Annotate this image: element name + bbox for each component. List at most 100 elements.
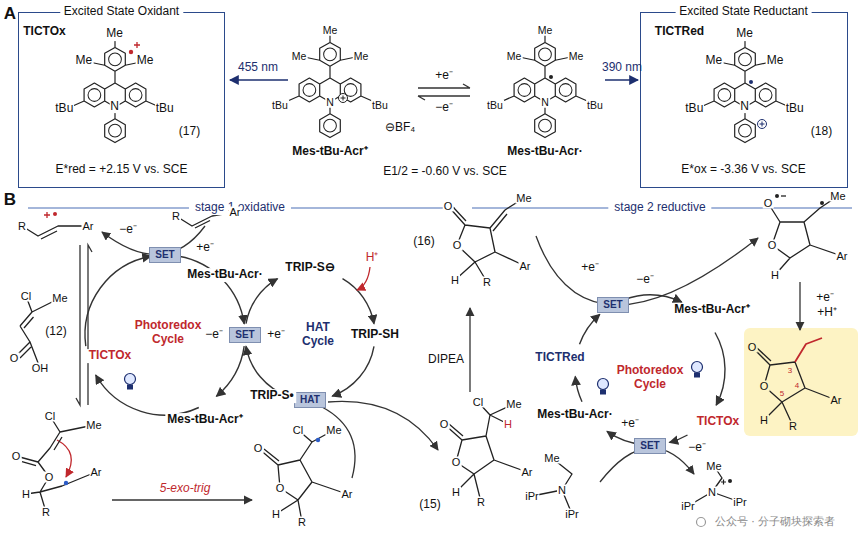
atom-label: H	[503, 419, 513, 430]
atom-label: R	[171, 211, 181, 222]
species-label: Mes-tBu-Acr⁺	[292, 145, 367, 159]
atom-label: tBu	[684, 102, 704, 116]
stage-header: stage 2 reductive	[608, 201, 711, 215]
state-label: TICTRed	[655, 25, 704, 39]
tict-red-structure	[695, 35, 795, 143]
atom-label: tBu	[486, 99, 504, 110]
atom-label: O	[9, 353, 20, 364]
atom-label: O	[763, 198, 774, 209]
state-panel: Excited State ReductantTICTRedMeMeMetBut…	[640, 12, 848, 188]
atom-label: iPr	[564, 509, 579, 520]
atom-label: Cl	[44, 411, 56, 422]
species-label: Mes-tBu-Acr·	[185, 268, 264, 282]
compound-number: (16)	[413, 235, 434, 249]
atom-label: R	[297, 517, 307, 528]
potential-label: E1/2 = -0.60 V vs. SCE	[383, 165, 507, 179]
acridine-radical-structure	[495, 30, 595, 138]
electron-label: +e⁻	[581, 261, 599, 275]
atom-label: Ar	[830, 395, 843, 406]
box-label: SET	[603, 299, 622, 311]
box-label: SET	[155, 249, 174, 261]
atom-label: R	[476, 497, 486, 508]
proton-label: +H⁺	[817, 306, 837, 320]
atom-label: O	[452, 240, 463, 251]
wavelength-label: 455 nm	[238, 61, 278, 75]
hat-box: HAT	[294, 392, 326, 408]
atom-label: Me	[766, 54, 785, 68]
atom-label: O	[11, 451, 22, 462]
light-bulb	[598, 379, 609, 395]
atom-label: Ar	[836, 251, 849, 262]
atom-label: Cl	[20, 291, 32, 302]
atom-label: Me	[568, 51, 585, 62]
atom-label: N	[109, 100, 120, 114]
atom-label: Me	[85, 420, 102, 431]
atom-label: O	[439, 419, 450, 430]
atom-label: tBu	[371, 99, 389, 110]
atom-label: Me	[705, 461, 722, 472]
electron-label: +e⁻	[267, 328, 285, 342]
state-label: TICTOx	[23, 25, 65, 39]
atom-label: N	[707, 487, 717, 498]
reagent-label: DIPEA	[428, 353, 464, 367]
atom-label: Me	[735, 27, 754, 41]
atom-label: Ar	[82, 221, 95, 232]
atom-label: OH	[31, 363, 50, 374]
atom-label: H	[450, 275, 460, 286]
atom-label: Me	[537, 25, 554, 36]
compound-number: (12)	[45, 325, 66, 339]
cycle-label: Photoredox Cycle	[612, 364, 688, 392]
light-bulb	[125, 374, 136, 390]
atom-label: Me	[105, 27, 124, 41]
stage-2-arrows	[470, 236, 800, 482]
cycle-label: HAT Cycle	[296, 321, 340, 349]
atom-label: R	[788, 421, 798, 432]
compound-number: (18)	[811, 125, 832, 139]
box-label: SET	[235, 329, 254, 341]
atom-label: Ar	[229, 207, 242, 218]
atom-label: H	[451, 487, 461, 498]
electron-label: +e⁻	[435, 69, 453, 83]
box-label: HAT	[300, 394, 320, 406]
atom-label: Me	[543, 453, 560, 464]
acridinium-structure	[280, 30, 380, 138]
atom-label: O	[275, 483, 286, 494]
atom-label: Ar	[519, 261, 532, 272]
locant-number: 5	[780, 390, 784, 398]
atom-label: R	[17, 221, 27, 232]
watermark: 公众号 · 分子砌块探索者	[715, 516, 836, 529]
species-label: TICTOx	[87, 349, 133, 363]
stage-1-structures	[14, 212, 347, 522]
set-box: SET	[634, 438, 665, 454]
atom-label: iPr	[524, 491, 539, 502]
tict-ox-structure	[65, 35, 165, 143]
atom-label: Me	[51, 293, 68, 304]
stage-2-structures	[444, 196, 842, 514]
radical-ion-marks	[721, 194, 824, 485]
atom-label: O	[767, 240, 778, 251]
atom-label: Ar	[341, 489, 354, 500]
panel-a-arrows	[230, 80, 638, 100]
set-box: SET	[149, 247, 180, 263]
atom-label: Cl	[292, 425, 304, 436]
set-box: SET	[597, 297, 628, 313]
atom-label: Me	[291, 51, 308, 62]
panel-letter: A	[4, 4, 16, 24]
locant-number: 4	[795, 382, 799, 390]
atom-label: Me	[829, 191, 846, 202]
atom-label: R	[41, 507, 51, 518]
compound-number: (17)	[179, 125, 200, 139]
atom-label: iPr	[680, 501, 695, 512]
set-box: SET	[229, 327, 260, 343]
panel-title: Excited State Oxidant	[60, 5, 183, 19]
watermark-icon	[697, 518, 706, 527]
electron-label: −e⁻	[119, 223, 137, 237]
atom-label: O	[44, 472, 55, 483]
reaction-label: 5-exo-trig	[160, 482, 211, 496]
atom-label: Me	[75, 54, 94, 68]
electron-label: +e⁻	[621, 417, 639, 431]
counterion-label: ⊖BF₄	[385, 121, 415, 135]
proton-label: H⁺	[366, 251, 379, 265]
electron-label: −e⁻	[688, 441, 706, 455]
